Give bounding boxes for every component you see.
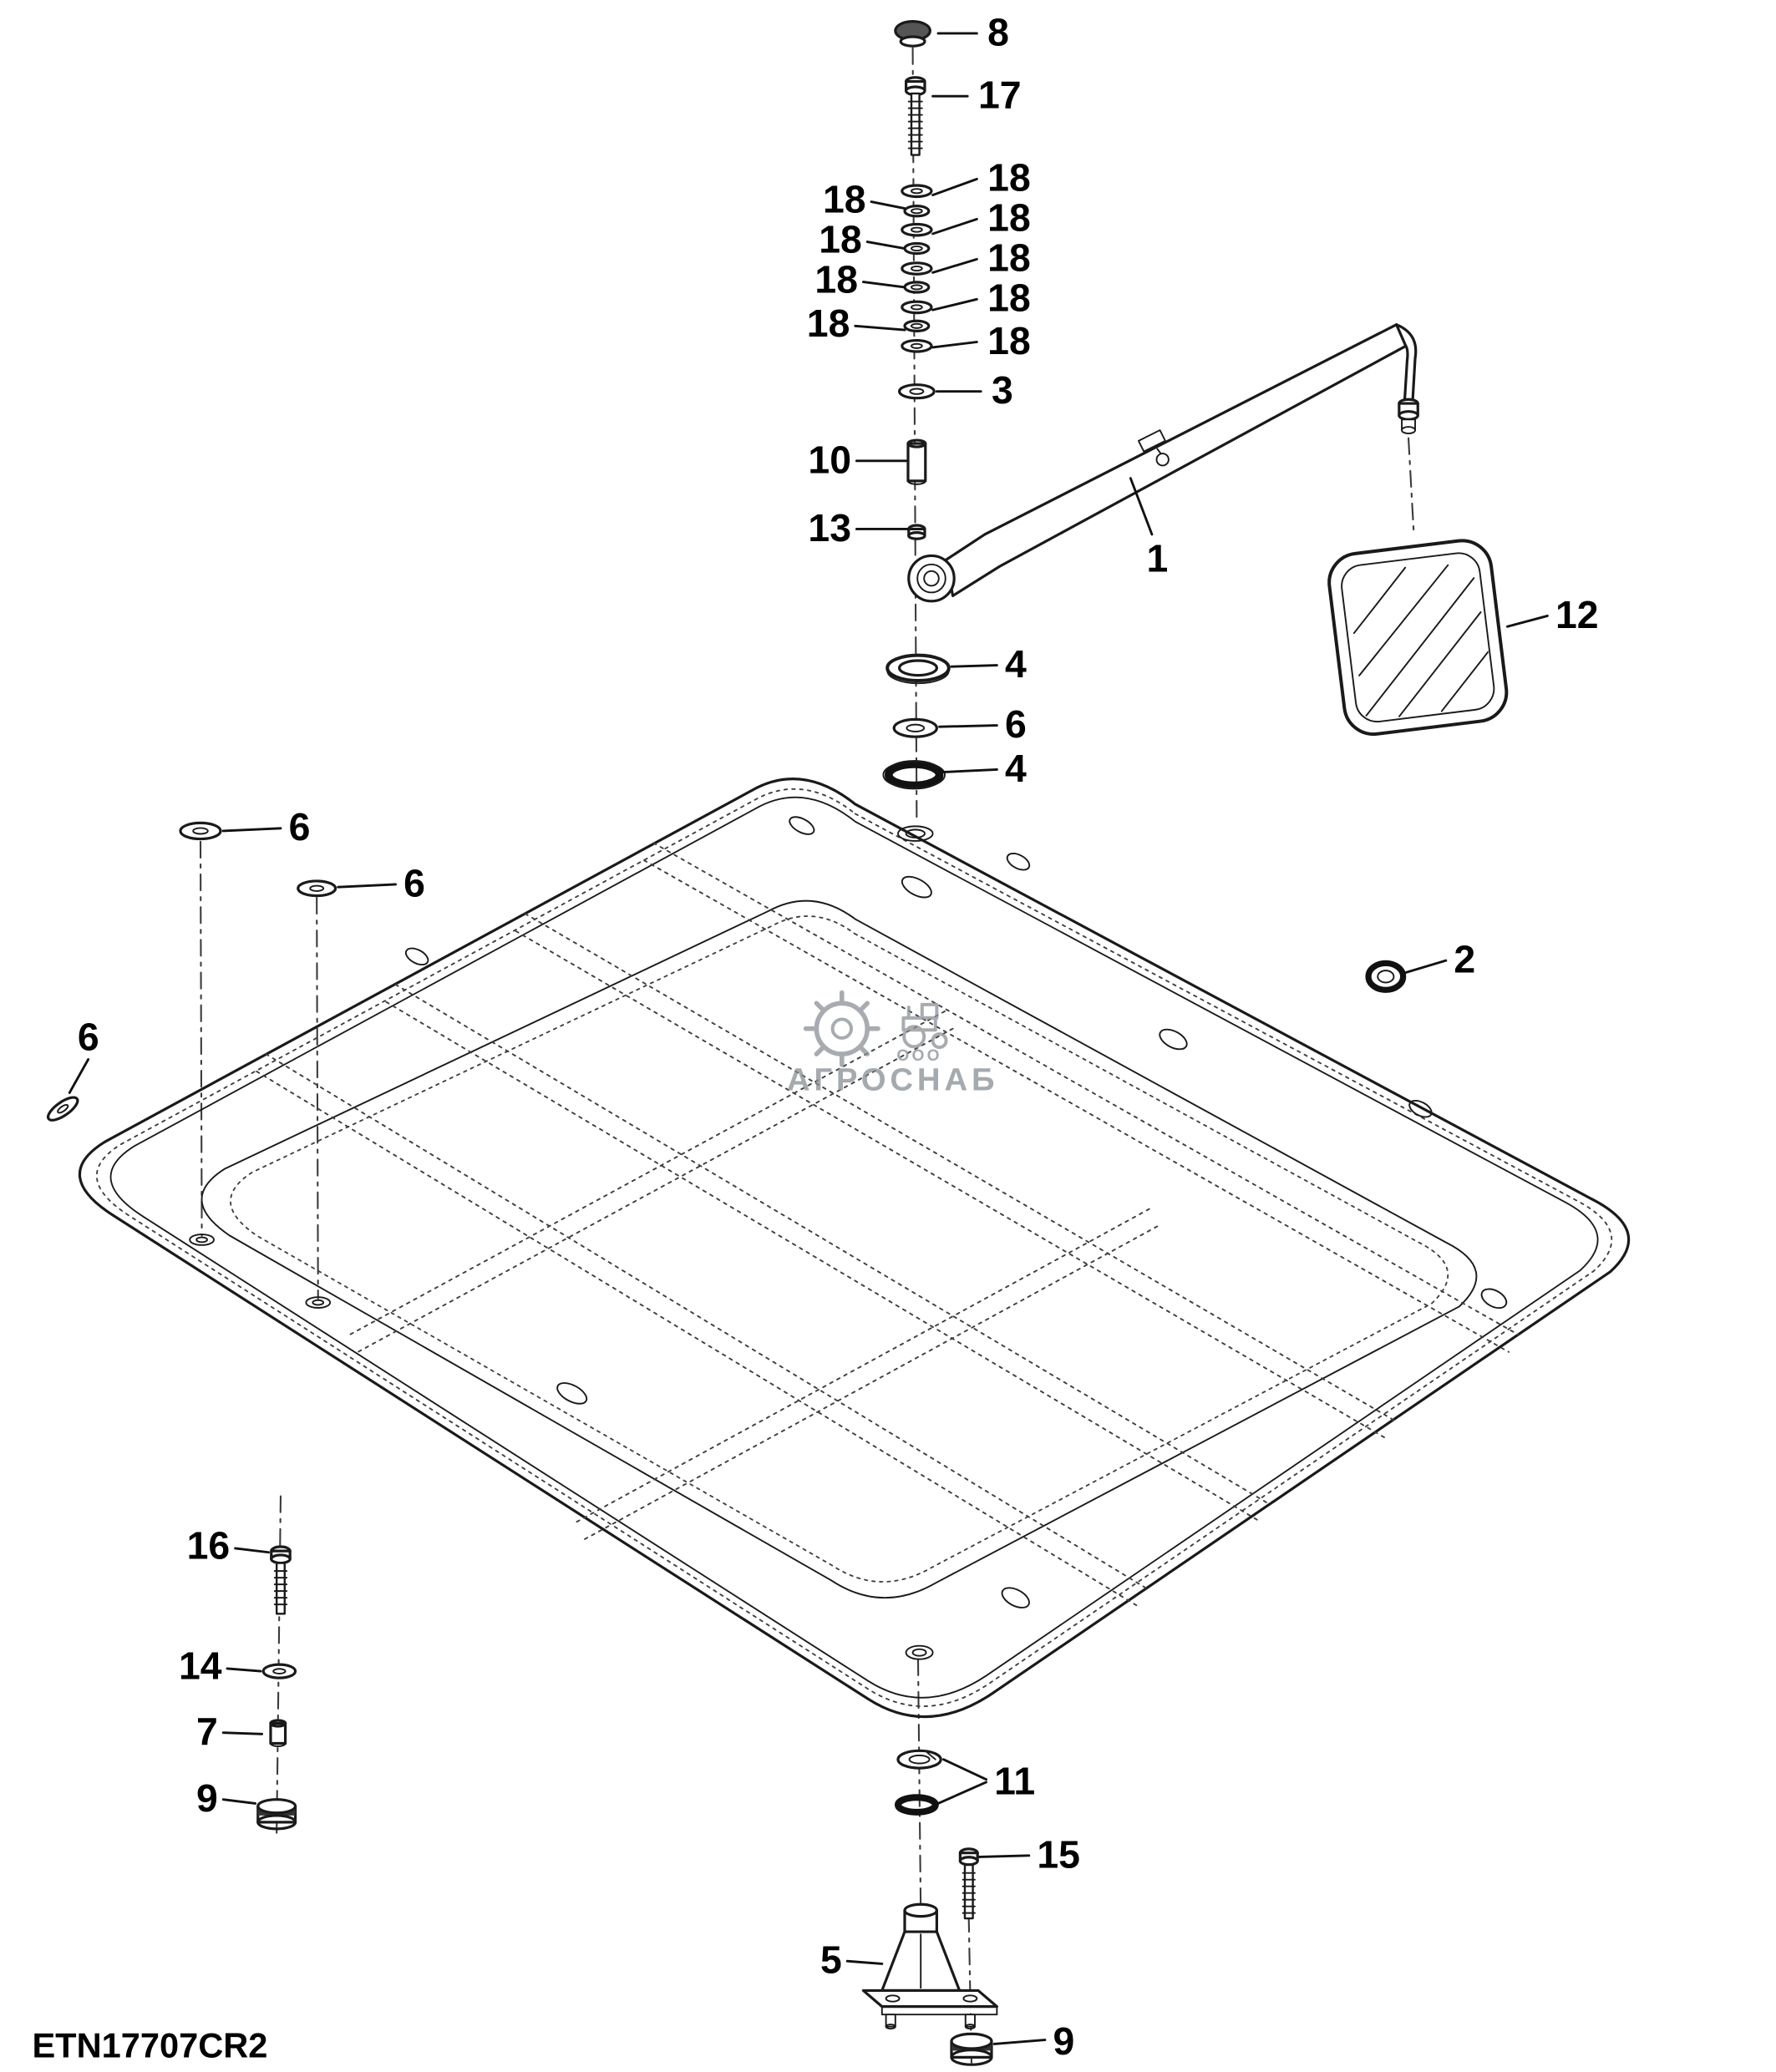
gasket-part-4-lower: [882, 760, 946, 790]
assembly-centerlines: [199, 47, 1415, 2065]
mirror-part-12: [1327, 539, 1509, 737]
callout-6: 6: [78, 1015, 99, 1058]
roof-cross-beams: [346, 1010, 1159, 1542]
washer-part-14: [261, 1663, 297, 1679]
nut-part-13: [907, 524, 926, 540]
watermark-name: АГРОСНАБ: [787, 1061, 999, 1097]
watermark-logo: ООО АГРОСНАБ: [787, 990, 999, 1097]
spacer-part-10: [906, 438, 927, 485]
roof-bosses: [189, 1234, 934, 1660]
washer-part-6-stack: [892, 717, 938, 738]
callout-7: 7: [196, 1710, 218, 1753]
callout-9: 9: [1053, 2019, 1075, 2063]
callout-11: 11: [994, 1759, 1035, 1802]
roof-outer-outline: [78, 778, 1631, 1719]
mirror-arm-part-1: [907, 323, 1419, 603]
bolt-part-15: [958, 1847, 979, 1920]
callout-5: 5: [820, 1938, 842, 1982]
cap-part-9-left: [256, 1798, 297, 1831]
roof-rim-dotted: [95, 788, 1613, 1707]
watermark-prefix: ООО: [896, 1047, 941, 1065]
callout-6: 6: [1005, 702, 1027, 746]
callout-12: 12: [1555, 593, 1599, 636]
callout-18: 18: [807, 301, 850, 345]
callout-17: 17: [978, 73, 1022, 117]
washer-part-11-upper: [896, 1749, 942, 1770]
callout-18: 18: [987, 236, 1031, 280]
callout-8: 8: [987, 10, 1009, 53]
washer-part-6-left1: [179, 821, 222, 841]
callout-4: 4: [1005, 642, 1027, 686]
callout-18: 18: [987, 196, 1031, 240]
callout-13: 13: [808, 506, 851, 550]
callout-1: 1: [1147, 537, 1169, 580]
callout-18: 18: [987, 276, 1031, 320]
cap-part-9-bottom: [950, 2032, 993, 2066]
mirror-glass-hatch: [1352, 564, 1489, 719]
roof-panel: [78, 778, 1631, 1719]
drawing-code: ETN17707CR2: [32, 2025, 267, 2064]
callout-18: 18: [819, 217, 862, 261]
roof-rim-inner-outline: [109, 796, 1599, 1699]
callout-6: 6: [289, 805, 311, 849]
washer-part-6-left2: [297, 879, 337, 898]
bracket-part-5: [861, 1902, 998, 2030]
callout-6: 6: [403, 861, 425, 904]
bolt-part-17: [904, 76, 926, 156]
callout-16: 16: [187, 1524, 231, 1568]
callout-18: 18: [987, 319, 1031, 362]
callout-2: 2: [1454, 938, 1475, 981]
callout-18: 18: [823, 177, 866, 220]
washer-part-6-left3: [46, 1096, 79, 1122]
callout-10: 10: [808, 438, 851, 481]
roof-holes: [404, 816, 1508, 1608]
callout-18: 18: [814, 257, 858, 301]
bolt-part-16: [270, 1545, 292, 1615]
callout-9: 9: [196, 1776, 218, 1820]
callout-15: 15: [1037, 1832, 1080, 1876]
callout-18: 18: [987, 156, 1031, 200]
washer-part-11-lower: [894, 1794, 939, 1816]
callout-labels: 8 17 18 18 18 18 18 18 18 18 18 3 10 13 …: [78, 10, 1599, 2063]
callout-3: 3: [992, 368, 1013, 412]
callout-leaders: [68, 32, 1549, 2045]
callout-14: 14: [179, 1644, 222, 1688]
roof-ribs: [256, 842, 1520, 1607]
grommet-part-2: [1365, 960, 1407, 993]
spacer-part-7: [269, 1719, 287, 1747]
roof-mirror-mount-hole: [897, 825, 934, 842]
callout-4: 4: [1005, 747, 1027, 790]
gasket-part-4-upper: [885, 653, 951, 685]
washer-stack-part-18: [901, 184, 933, 353]
watermark-tractor-icon: [901, 1002, 948, 1050]
cap-part-8: [894, 19, 931, 48]
watermark-gear-icon: [803, 990, 880, 1067]
washer-part-3: [897, 383, 936, 400]
